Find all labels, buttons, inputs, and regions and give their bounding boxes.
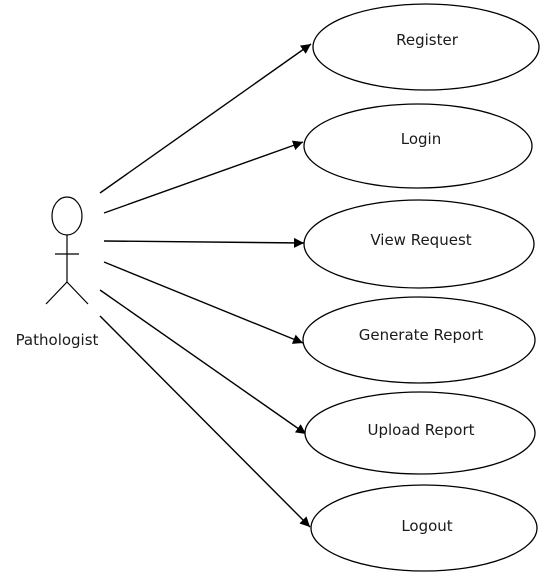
use-case-view-request: View Request (303, 199, 535, 289)
use-case-ellipse (303, 199, 535, 289)
use-case-generate-report: Generate Report (302, 296, 536, 384)
actor-pathologist: Pathologist (16, 196, 99, 349)
actor-right-leg (66, 281, 89, 305)
use-case-label: Generate Report (359, 326, 484, 344)
use-case-ellipse (303, 103, 533, 189)
use-case-upload-report: Upload Report (304, 391, 536, 475)
association-login (103, 140, 304, 214)
actor-label: Pathologist (16, 331, 99, 349)
use-case-ellipse (310, 484, 538, 572)
association-generate-report (103, 261, 304, 344)
use-case-label: View Request (370, 231, 471, 249)
use-case-logout: Logout (310, 484, 538, 572)
use-case-ellipse (302, 296, 536, 384)
actor-head-icon (51, 196, 83, 236)
association-register (99, 43, 312, 194)
use-case-label: Upload Report (367, 421, 474, 439)
association-upload-report (99, 289, 307, 435)
associations (99, 43, 312, 528)
use-case-label: Register (396, 31, 459, 49)
use-case-label: Login (401, 130, 441, 148)
use-case-register: Register (312, 3, 540, 91)
use-case-ellipse (304, 391, 536, 475)
use-case-label: Logout (401, 517, 452, 535)
use-case-login: Login (303, 103, 533, 189)
association-view-request (103, 237, 305, 248)
use-case-ellipse (312, 3, 540, 91)
actor-left-leg (45, 281, 68, 305)
association-logout (99, 315, 311, 528)
